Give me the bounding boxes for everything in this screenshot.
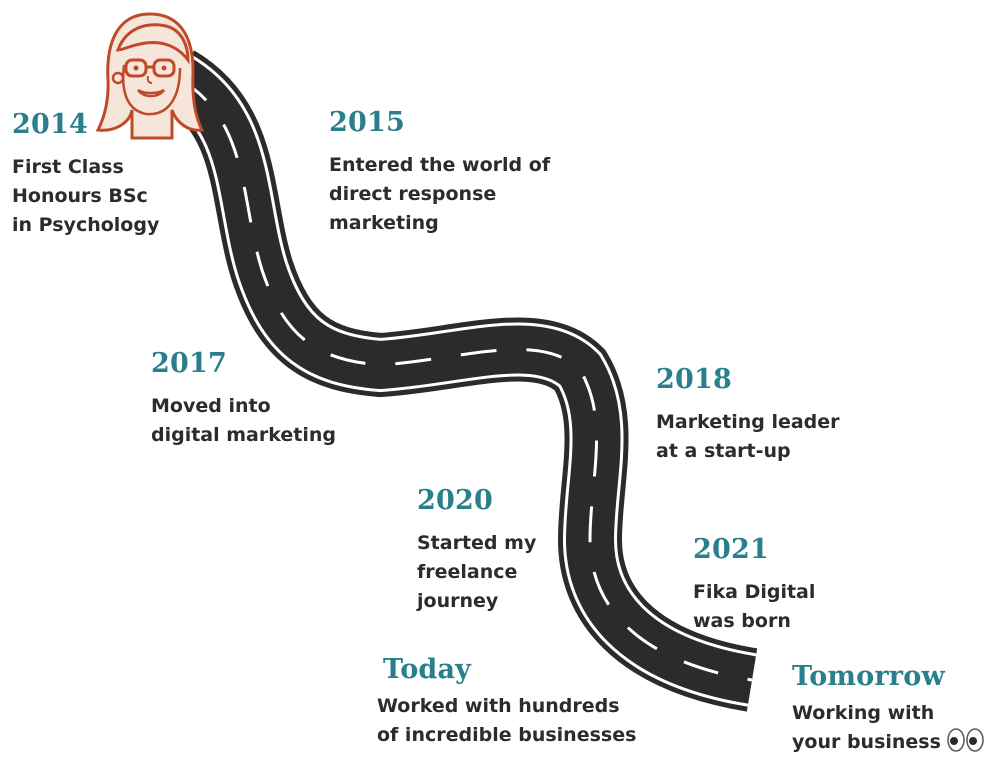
milestone-text: Fika Digital was born xyxy=(693,581,816,632)
milestone-2021: 2021 Fika Digital was born xyxy=(693,535,815,636)
milestone-year: 2020 xyxy=(417,485,493,516)
milestone-text: Entered the world of direct response mar… xyxy=(329,154,551,234)
eyes-emoji-icon xyxy=(947,728,985,761)
milestone-2017: 2017 Moved into digital marketing xyxy=(151,349,336,450)
milestone-2018: 2018 Marketing leader at a start-up xyxy=(656,365,840,466)
milestone-text: Marketing leader at a start-up xyxy=(656,411,840,462)
milestone-year: Today xyxy=(383,654,472,685)
milestone-text: Moved into digital marketing xyxy=(151,395,336,446)
milestone-year: 2018 xyxy=(656,364,732,395)
milestone-2020: 2020 Started my freelance journey xyxy=(417,486,536,616)
milestone-text: Started my freelance journey xyxy=(417,532,537,612)
milestone-year: 2014 xyxy=(12,109,88,140)
milestone-2015: 2015 Entered the world of direct respons… xyxy=(329,108,550,238)
milestone-text: Working with your business xyxy=(792,699,985,761)
milestone-year: 2015 xyxy=(329,107,405,138)
milestone-year: 2017 xyxy=(151,348,227,379)
avatar xyxy=(95,10,205,144)
milestone-year: Tomorrow xyxy=(792,661,945,692)
milestone-tomorrow: Tomorrow Working with your business xyxy=(792,662,985,761)
milestone-2014: 2014 First Class Honours BSc in Psycholo… xyxy=(12,110,159,240)
milestone-year: 2021 xyxy=(693,534,769,565)
milestone-today: Today Worked with hundreds of incredible… xyxy=(377,655,636,750)
milestone-text: Worked with hundreds of incredible busin… xyxy=(377,695,637,746)
road-center-dashes xyxy=(177,76,753,682)
milestone-text: First Class Honours BSc in Psychology xyxy=(12,156,160,236)
